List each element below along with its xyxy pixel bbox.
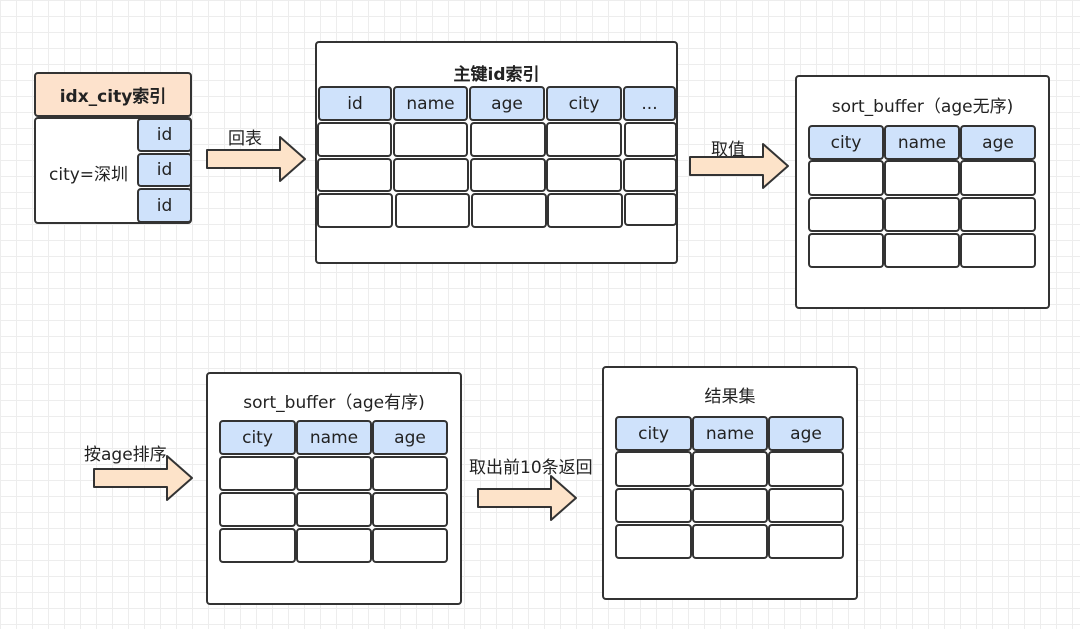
sorted-row-cell [372, 492, 448, 527]
pk-row-cell [624, 122, 677, 157]
pk-row-cell [623, 158, 677, 192]
right-arrow-icon [477, 475, 577, 521]
sorted-header-city: city [219, 420, 296, 455]
idx-key-label: city=深圳 [49, 165, 129, 185]
idx-id-cell: id [137, 153, 192, 187]
arrow-label-back-to-table: 回表 [228, 129, 262, 149]
pk-row-cell [317, 122, 392, 157]
result-row-cell [692, 488, 768, 523]
sorted-row-cell [372, 528, 448, 563]
pk-header-age: age [469, 86, 545, 121]
right-arrow-icon [93, 455, 193, 501]
pk-row-cell [471, 193, 547, 228]
idx-id-cell: id [137, 118, 192, 152]
pk-row-cell [546, 158, 622, 192]
result-row-cell [692, 451, 768, 487]
pk-row-cell [395, 193, 470, 228]
pk-header-city: city [546, 86, 622, 121]
sorted-row-cell [296, 456, 372, 491]
pk-row-cell [317, 193, 393, 228]
idx-city-index-panel: idx_city索引 city=深圳 id id id [34, 72, 192, 224]
right-arrow-icon [689, 143, 789, 189]
pk-header-more: ... [623, 86, 676, 121]
result-header-age: age [768, 416, 844, 451]
pk-row-cell [470, 122, 546, 157]
sorted-header-name: name [296, 420, 372, 455]
unsorted-row-cell [808, 197, 884, 232]
result-row-cell [615, 488, 692, 523]
unsorted-header-age: age [960, 125, 1036, 160]
arrow-label-fetch-values: 取值 [711, 140, 745, 160]
sorted-row-cell [296, 528, 372, 563]
unsorted-row-cell [808, 233, 884, 268]
pk-header-id: id [318, 86, 392, 121]
unsorted-row-cell [884, 160, 960, 196]
right-arrow-icon [206, 136, 306, 182]
idx-title-box: idx_city索引 [34, 72, 192, 117]
arrow-label-sort-by-age: 按age排序 [84, 445, 167, 465]
result-row-cell [768, 524, 844, 559]
sort-buffer-unsorted-title: sort_buffer（age无序) [831, 97, 1014, 117]
pk-row-cell [393, 122, 468, 157]
sorted-row-cell [296, 492, 372, 527]
pk-row-cell [546, 122, 622, 157]
unsorted-header-city: city [808, 125, 884, 160]
result-row-cell [768, 488, 844, 523]
result-row-cell [615, 524, 692, 559]
sorted-row-cell [219, 492, 296, 527]
idx-title: idx_city索引 [59, 87, 167, 107]
pk-title: 主键id索引 [453, 65, 540, 85]
pk-row-cell [317, 158, 392, 192]
unsorted-row-cell [960, 160, 1036, 196]
unsorted-row-cell [808, 160, 884, 196]
result-row-cell [768, 451, 844, 487]
sorted-header-age: age [372, 420, 448, 455]
pk-row-cell [624, 193, 677, 226]
result-row-cell [615, 451, 692, 487]
unsorted-row-cell [960, 233, 1036, 268]
result-header-name: name [692, 416, 768, 451]
idx-id-cell: id [137, 188, 192, 223]
arrow-label-return-top-10: 取出前10条返回 [469, 458, 593, 478]
pk-header-name: name [393, 86, 468, 121]
unsorted-row-cell [884, 197, 960, 232]
pk-row-cell [393, 158, 469, 192]
unsorted-row-cell [884, 233, 960, 268]
sorted-row-cell [372, 456, 448, 491]
result-row-cell [692, 524, 768, 559]
result-set-title: 结果集 [704, 387, 756, 407]
sorted-row-cell [219, 528, 296, 563]
result-header-city: city [615, 416, 692, 451]
pk-row-cell [470, 158, 546, 192]
unsorted-header-name: name [884, 125, 960, 160]
sort-buffer-sorted-title: sort_buffer（age有序) [243, 393, 425, 413]
unsorted-row-cell [960, 197, 1036, 232]
pk-row-cell [547, 193, 623, 228]
sorted-row-cell [219, 456, 296, 491]
